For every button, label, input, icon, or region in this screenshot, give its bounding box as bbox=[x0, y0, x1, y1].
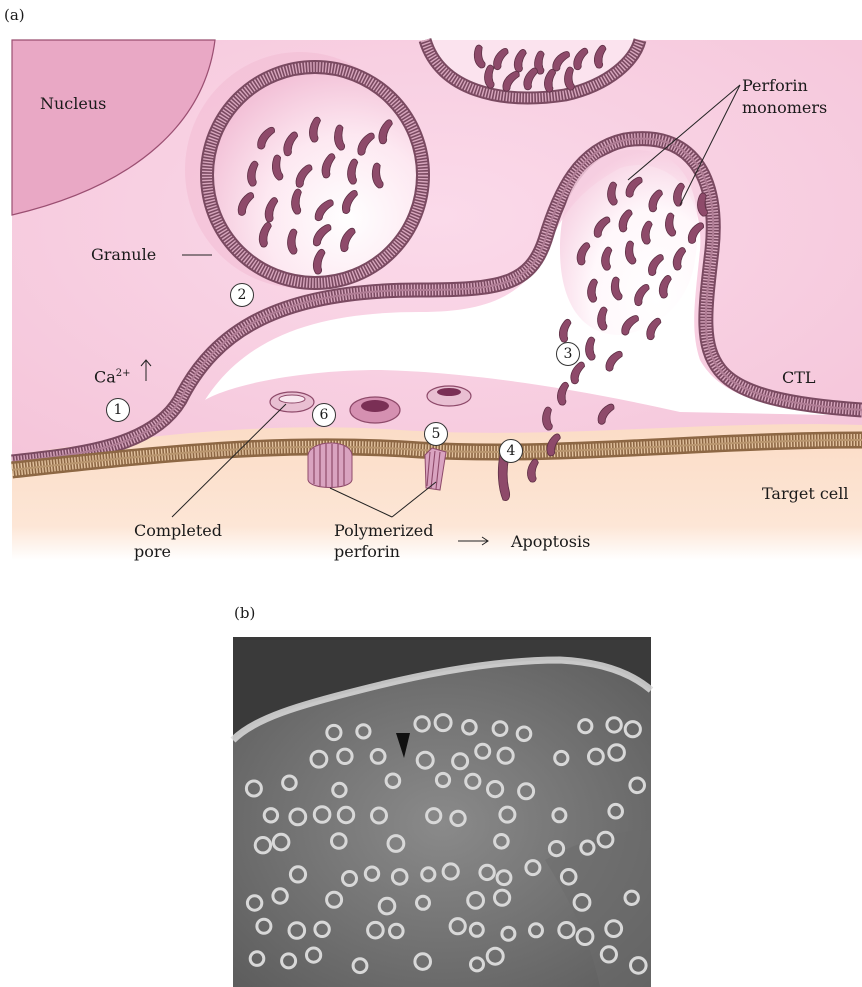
step-1-marker: 1 bbox=[106, 398, 130, 422]
polymerized-perforin-label-2: perforin bbox=[334, 542, 400, 561]
step-4-marker: 4 bbox=[499, 439, 523, 463]
perforin-monomers-label-1: Perforin bbox=[742, 76, 808, 95]
nucleus-label: Nucleus bbox=[40, 94, 106, 113]
step-2-marker: 2 bbox=[230, 283, 254, 307]
step-6-marker: 6 bbox=[312, 403, 336, 427]
free-pore-ring-2 bbox=[350, 397, 400, 423]
calcium-label: Ca2+ bbox=[94, 364, 131, 386]
perforin-monomers-label-2: monomers bbox=[742, 98, 827, 117]
polymerized-perforin-pore-large bbox=[308, 443, 352, 488]
free-pore-ring-3 bbox=[427, 386, 471, 406]
step-5-marker: 5 bbox=[424, 422, 448, 446]
electron-micrograph bbox=[233, 637, 651, 987]
panel-a-letter: (a) bbox=[4, 6, 25, 24]
apoptosis-label: Apoptosis bbox=[511, 532, 590, 551]
target-cell-label: Target cell bbox=[762, 484, 849, 503]
step-3-marker: 3 bbox=[556, 342, 580, 366]
free-pore-ring-1 bbox=[270, 392, 314, 412]
completed-pore-label-2: pore bbox=[134, 542, 171, 561]
calcium-superscript: 2+ bbox=[116, 368, 131, 379]
ctl-label: CTL bbox=[782, 368, 816, 387]
polymerized-perforin-label-1: Polymerized bbox=[334, 521, 433, 540]
panel-b-letter: (b) bbox=[234, 604, 255, 622]
granule-label: Granule bbox=[91, 245, 156, 264]
completed-pore-label-1: Completed bbox=[134, 521, 222, 540]
